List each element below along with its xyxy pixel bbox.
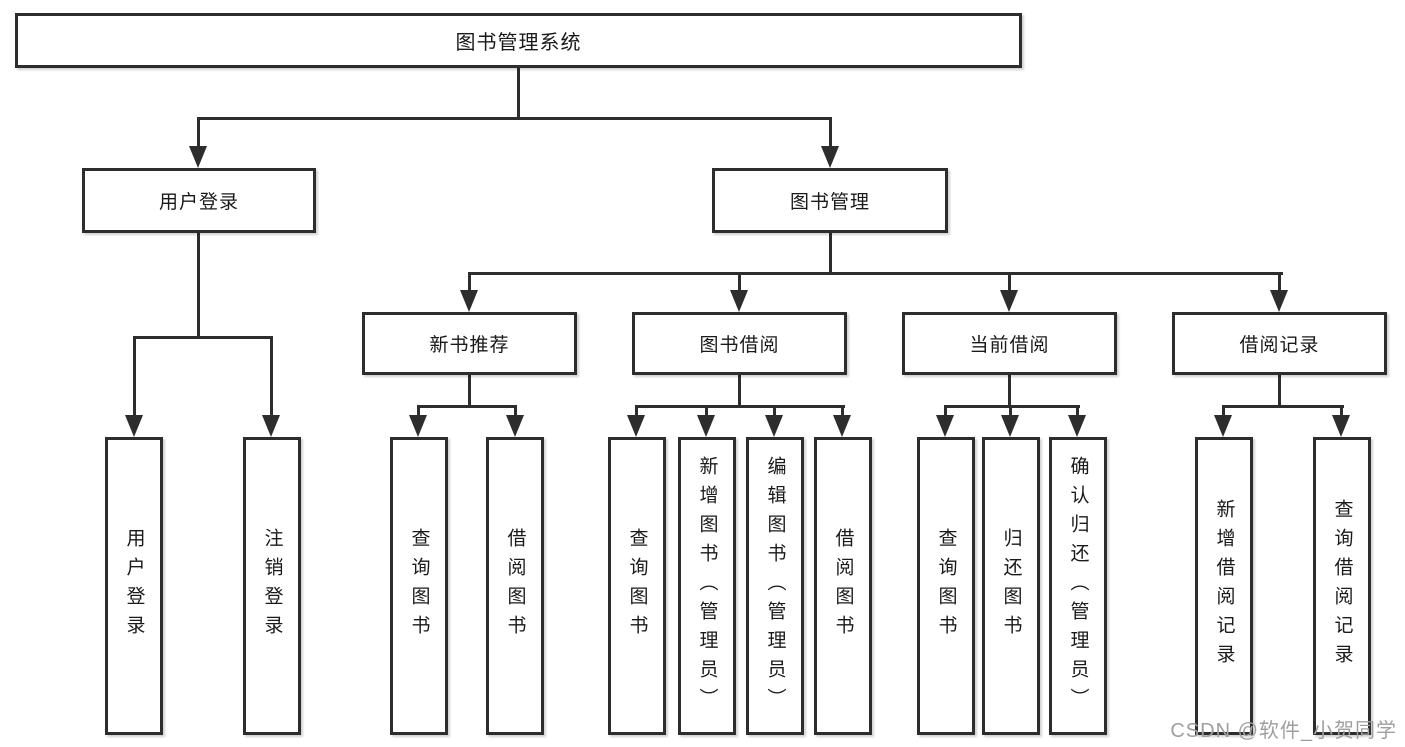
connector-line bbox=[829, 231, 832, 275]
connector-arrowhead bbox=[833, 415, 851, 437]
connector-line bbox=[270, 336, 273, 417]
connector-line bbox=[1278, 373, 1281, 408]
leaf-query-books-current: 查询图书 bbox=[917, 437, 975, 735]
connector-line bbox=[1223, 405, 1344, 408]
node-user-login: 用户登录 bbox=[82, 168, 316, 233]
connector-arrowhead bbox=[1000, 290, 1018, 312]
node-new-book-recommend: 新书推荐 bbox=[362, 312, 577, 375]
connector-line bbox=[1340, 405, 1343, 417]
connector-arrowhead bbox=[765, 415, 783, 437]
node-book-borrowing: 图书借阅 bbox=[632, 312, 847, 375]
node-label: 查询图书 bbox=[935, 528, 957, 644]
connector-arrowhead bbox=[697, 415, 715, 437]
node-label: 查询图书 bbox=[626, 528, 648, 644]
connector-arrowhead bbox=[936, 415, 954, 437]
connector-line bbox=[417, 405, 420, 417]
node-label: 查询借阅记录 bbox=[1331, 499, 1353, 673]
node-label: 用户登录 bbox=[158, 192, 239, 213]
connector-line bbox=[133, 336, 136, 417]
connector-line bbox=[1008, 272, 1011, 292]
node-label: 确认归还（管理员） bbox=[1067, 455, 1089, 717]
node-label: 图书管理 bbox=[789, 192, 870, 213]
connector-arrowhead bbox=[1068, 415, 1086, 437]
connector-line bbox=[636, 405, 845, 408]
connector-line bbox=[468, 272, 1283, 275]
connector-arrowhead bbox=[821, 146, 839, 168]
connector-line bbox=[517, 66, 520, 119]
leaf-return-books: 归还图书 bbox=[982, 437, 1040, 735]
leaf-add-books-admin: 新增图书（管理员） bbox=[678, 437, 736, 735]
leaf-borrow-books-recommend: 借阅图书 bbox=[486, 437, 544, 735]
connector-line bbox=[1008, 373, 1011, 408]
connector-line bbox=[944, 405, 947, 417]
connector-line bbox=[1278, 272, 1281, 292]
node-label: 借阅记录 bbox=[1239, 335, 1320, 356]
leaf-confirm-return-admin: 确认归还（管理员） bbox=[1049, 437, 1107, 735]
connector-line bbox=[738, 373, 741, 408]
connector-arrowhead bbox=[189, 146, 207, 168]
connector-arrowhead bbox=[730, 290, 748, 312]
node-book-management: 图书管理 bbox=[712, 168, 948, 233]
connector-line bbox=[829, 117, 832, 148]
connector-arrowhead bbox=[409, 415, 427, 437]
connector-line bbox=[841, 405, 844, 417]
node-label: 新增借阅记录 bbox=[1213, 499, 1235, 673]
node-label: 当前借阅 bbox=[969, 335, 1050, 356]
node-current-borrowing: 当前借阅 bbox=[902, 312, 1117, 375]
connector-arrowhead bbox=[627, 415, 645, 437]
connector-line bbox=[1009, 405, 1012, 417]
connector-line bbox=[738, 272, 741, 292]
leaf-borrow-books-borrowing: 借阅图书 bbox=[814, 437, 872, 735]
connector-line bbox=[1222, 405, 1225, 417]
leaf-query-books-recommend: 查询图书 bbox=[390, 437, 448, 735]
node-label: 图书管理系统 bbox=[455, 32, 582, 54]
node-label: 图书借阅 bbox=[699, 335, 780, 356]
connector-line bbox=[635, 405, 638, 417]
node-label: 用户登录 bbox=[123, 528, 145, 644]
node-label: 新书推荐 bbox=[429, 335, 510, 356]
leaf-add-borrow-record: 新增借阅记录 bbox=[1195, 437, 1253, 735]
connector-line bbox=[773, 405, 776, 417]
connector-line bbox=[945, 405, 1080, 408]
connector-arrowhead bbox=[262, 415, 280, 437]
connector-line bbox=[197, 117, 200, 148]
connector-line bbox=[514, 405, 517, 417]
connector-arrowhead bbox=[125, 415, 143, 437]
connector-line bbox=[197, 117, 832, 120]
connector-line bbox=[417, 405, 517, 408]
leaf-logout-login: 注销登录 bbox=[243, 437, 301, 735]
node-library-management-system: 图书管理系统 bbox=[15, 13, 1022, 68]
connector-arrowhead bbox=[1332, 415, 1350, 437]
node-borrow-records: 借阅记录 bbox=[1172, 312, 1387, 375]
leaf-user-login: 用户登录 bbox=[105, 437, 163, 735]
connector-line bbox=[468, 272, 471, 292]
connector-arrowhead bbox=[1001, 415, 1019, 437]
leaf-edit-books-admin: 编辑图书（管理员） bbox=[746, 437, 804, 735]
connector-arrowhead bbox=[506, 415, 524, 437]
node-label: 借阅图书 bbox=[832, 528, 854, 644]
connector-arrowhead bbox=[1270, 290, 1288, 312]
node-label: 注销登录 bbox=[261, 528, 283, 644]
leaf-query-books-borrowing: 查询图书 bbox=[608, 437, 666, 735]
node-label: 编辑图书（管理员） bbox=[764, 455, 786, 717]
watermark-text: CSDN @软件_小贺同学 bbox=[1170, 720, 1397, 742]
connector-arrowhead bbox=[1214, 415, 1232, 437]
connector-arrowhead bbox=[460, 290, 478, 312]
node-label: 查询图书 bbox=[408, 528, 430, 644]
node-label: 借阅图书 bbox=[504, 528, 526, 644]
connector-line bbox=[133, 336, 273, 339]
connector-line bbox=[197, 231, 200, 339]
leaf-query-borrow-record: 查询借阅记录 bbox=[1313, 437, 1371, 735]
connector-line bbox=[1076, 405, 1079, 417]
connector-line bbox=[468, 373, 471, 408]
connector-line bbox=[705, 405, 708, 417]
node-label: 归还图书 bbox=[1000, 528, 1022, 644]
node-label: 新增图书（管理员） bbox=[696, 455, 718, 717]
